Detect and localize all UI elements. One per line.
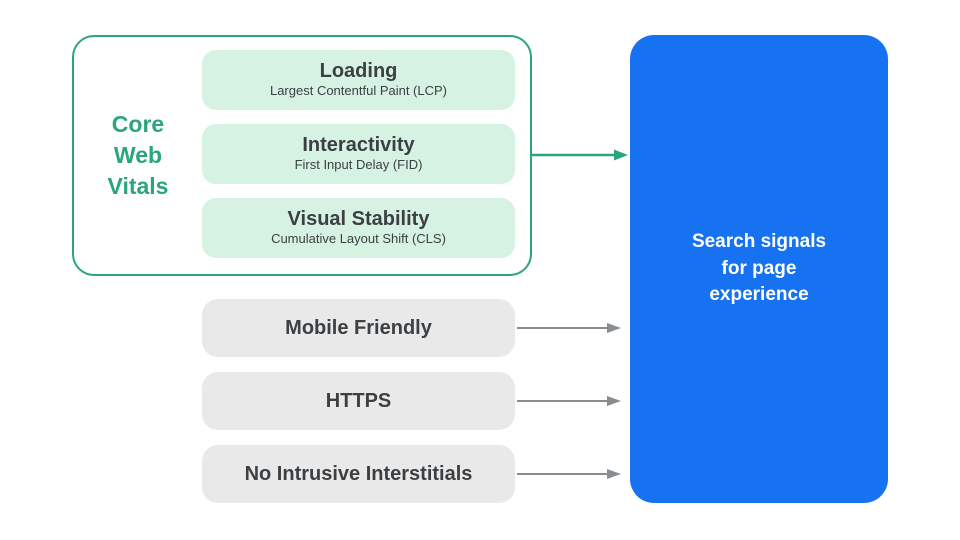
metric-title-visual-stability: Visual Stability [287,208,430,231]
metric-title-interactivity: Interactivity [302,134,415,157]
search-signals-result-box: Search signals for page experience [630,35,888,503]
metric-title-loading: Loading [319,60,398,83]
core-web-vitals-arrow [532,149,628,161]
metric-card-visual-stability: Visual Stability Cumulative Layout Shift… [202,198,515,258]
mobile-friendly-arrow [517,323,621,333]
metric-card-interactivity: Interactivity First Input Delay (FID) [202,124,515,184]
signal-pill-no-intrusive-interstitials: No Intrusive Interstitials [202,445,515,503]
signal-label-no-intrusive-interstitials: No Intrusive Interstitials [244,462,473,485]
https-arrow [517,396,621,406]
signal-pill-https: HTTPS [202,372,515,430]
metric-card-loading: Loading Largest Contentful Paint (LCP) [202,50,515,110]
metric-subtitle-lcp: Largest Contentful Paint (LCP) [269,83,448,99]
metric-subtitle-cls: Cumulative Layout Shift (CLS) [271,231,446,247]
core-web-vitals-label: Core Web Vitals [74,37,202,274]
signal-pill-mobile-friendly: Mobile Friendly [202,299,515,357]
signal-label-https: HTTPS [325,389,392,412]
signal-label-mobile-friendly: Mobile Friendly [285,316,432,339]
no-intrusive-interstitials-arrow [517,469,621,479]
core-web-vitals-group: Core Web Vitals Loading Largest Contentf… [72,35,532,276]
search-signals-label: Search signals for page experience [691,231,827,306]
metric-subtitle-fid: First Input Delay (FID) [294,157,423,173]
core-web-vitals-label-text: Core Web Vitals [107,110,169,200]
